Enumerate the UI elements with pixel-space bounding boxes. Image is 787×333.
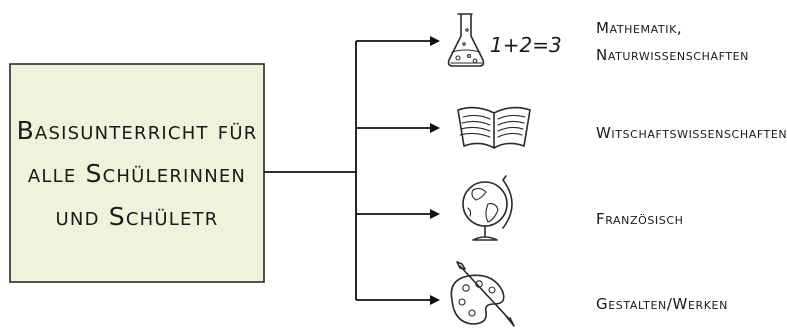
branch-label-1-line-2: Naturwissenschaften xyxy=(596,46,749,64)
main-box-line-3: und Schületr xyxy=(56,202,219,231)
book-icon xyxy=(457,106,531,149)
flask-icon xyxy=(447,13,485,67)
branch-label-4: Gestalten/Werken xyxy=(596,295,728,313)
globe-icon xyxy=(462,175,513,241)
main-box-line-2: alle Schülerinnen xyxy=(28,159,246,188)
branch-label-2: Witschaftswissenschaften xyxy=(596,124,787,142)
main-box xyxy=(9,63,265,283)
branch-label-3: Französisch xyxy=(596,210,684,228)
formula-text: 1+2=3 xyxy=(490,33,562,57)
branch-label-1-line-1: Mathematik, xyxy=(596,19,682,37)
palette-icon xyxy=(450,261,515,327)
main-box-line-1: Basisunterricht für xyxy=(17,116,258,145)
